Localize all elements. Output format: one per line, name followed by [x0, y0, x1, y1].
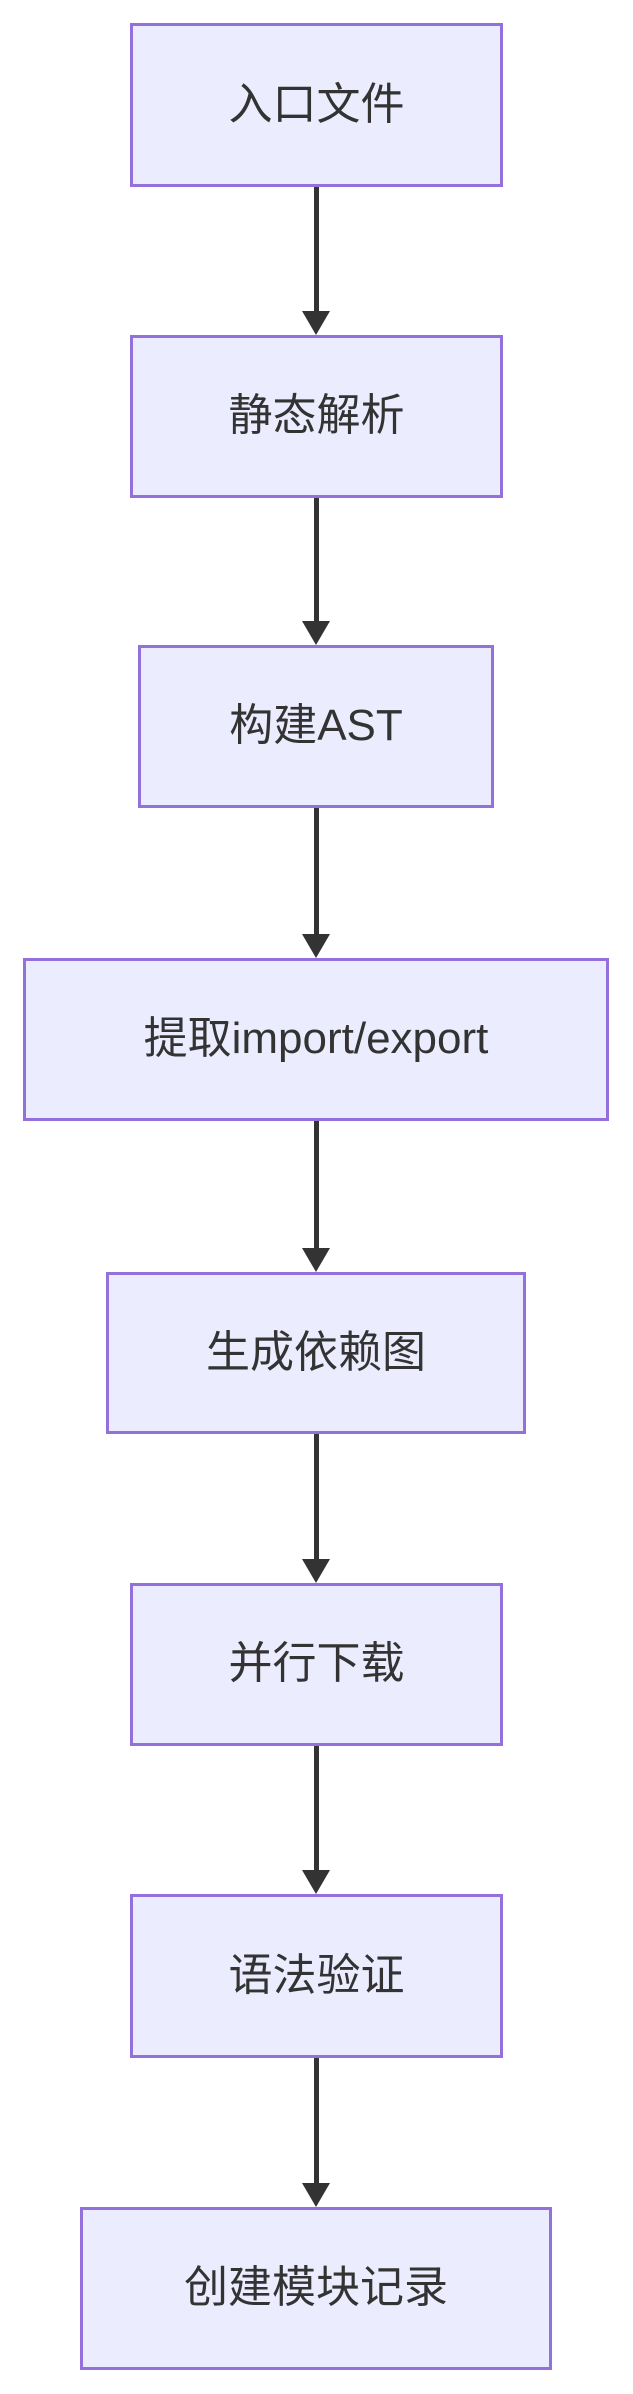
flow-node-label: 提取import/export — [143, 1014, 489, 1064]
flow-node-dependency-graph: 生成依赖图 — [106, 1272, 526, 1434]
flow-node-label: 创建模块记录 — [184, 2263, 448, 2313]
arrowhead-down-icon — [302, 934, 330, 958]
flow-node-create-module-record: 创建模块记录 — [80, 2207, 552, 2370]
arrow-shaft-line — [314, 2058, 319, 2189]
arrowhead-down-icon — [302, 2183, 330, 2207]
flow-node-label: 生成依赖图 — [206, 1327, 426, 1377]
flow-arrow — [302, 1434, 330, 1583]
arrow-shaft-line — [314, 1434, 319, 1565]
flow-arrow — [302, 808, 330, 958]
arrow-shaft-line — [314, 1746, 319, 1876]
arrowhead-down-icon — [302, 1248, 330, 1272]
arrowhead-down-icon — [302, 311, 330, 335]
flow-node-label: 语法验证 — [228, 1950, 405, 2000]
flow-node-parallel-download: 并行下载 — [130, 1583, 503, 1746]
flow-node-label: 静态解析 — [228, 391, 405, 441]
arrowhead-down-icon — [302, 621, 330, 645]
flow-node-entry-file: 入口文件 — [130, 23, 503, 187]
flow-arrow — [302, 1121, 330, 1272]
flow-node-label: 入口文件 — [228, 79, 405, 129]
flow-node-syntax-validation: 语法验证 — [130, 1894, 503, 2058]
flow-arrow — [302, 187, 330, 335]
arrow-shaft-line — [314, 1121, 319, 1254]
flow-arrow — [302, 1746, 330, 1894]
flow-arrow — [302, 2058, 330, 2207]
arrow-shaft-line — [314, 498, 319, 627]
flow-node-build-ast: 构建AST — [138, 645, 494, 808]
arrowhead-down-icon — [302, 1870, 330, 1894]
flow-node-extract-import-export: 提取import/export — [23, 958, 609, 1121]
flow-arrow — [302, 498, 330, 645]
arrow-shaft-line — [314, 187, 319, 317]
flow-node-static-parse: 静态解析 — [130, 335, 503, 498]
arrow-shaft-line — [314, 808, 319, 940]
arrowhead-down-icon — [302, 1559, 330, 1583]
flow-node-label: 并行下载 — [228, 1639, 405, 1689]
flow-node-label: 构建AST — [229, 701, 403, 751]
